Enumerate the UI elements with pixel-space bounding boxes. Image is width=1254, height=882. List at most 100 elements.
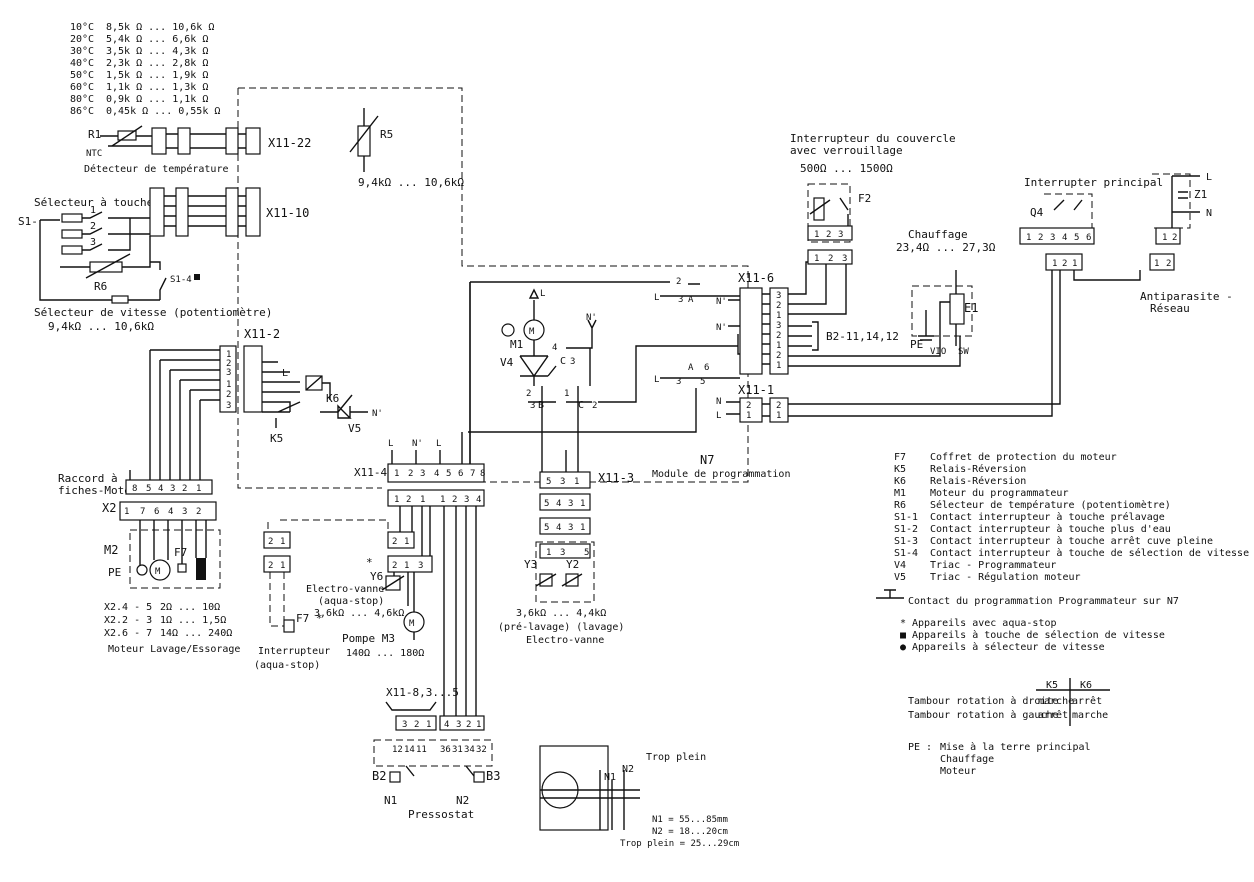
svg-text:3: 3 <box>418 561 423 571</box>
field-winding <box>196 558 206 580</box>
interrupteur-label: (aqua-stop) <box>254 660 320 671</box>
svg-text:2: 2 <box>392 561 397 571</box>
rotation-col: K5 <box>1046 680 1058 691</box>
v5-label: V5 <box>348 422 361 435</box>
raccord-label: fiches-Moteur <box>58 484 144 497</box>
svg-text:4: 4 <box>476 495 481 505</box>
line-l: L <box>282 368 288 379</box>
contact-label: C <box>578 400 584 411</box>
svg-text:3: 3 <box>182 507 187 517</box>
legend-code: S1-4 <box>894 548 918 559</box>
ntc-temp: 20°C <box>70 34 94 45</box>
svg-text:1: 1 <box>580 499 585 509</box>
svg-text:4: 4 <box>556 523 561 533</box>
svg-text:5: 5 <box>584 548 589 558</box>
contact-label: 2 <box>592 401 597 411</box>
svg-text:2: 2 <box>828 254 833 264</box>
svg-text:1: 1 <box>580 523 585 533</box>
y3-label: Y3 <box>524 558 537 571</box>
x11-1-label: X11-1 <box>738 383 774 397</box>
svg-text:2: 2 <box>466 720 471 730</box>
lid-range: 500Ω ... 1500Ω <box>800 162 893 175</box>
sw-label: SW <box>958 347 969 357</box>
motor-row: X2.6 - 7 <box>104 628 152 639</box>
legend-desc: Relais-Réversion <box>930 463 1026 475</box>
resistor-r5: R5 9,4kΩ ... 10,6kΩ <box>349 108 464 189</box>
rotation-cell: arrêt <box>1038 709 1068 721</box>
connector-x11-3b <box>539 493 591 511</box>
svg-text:2: 2 <box>196 507 201 517</box>
svg-text:32: 32 <box>476 745 487 755</box>
rotation-col: K6 <box>1080 680 1092 691</box>
programming-module-boundary <box>237 87 749 489</box>
svg-text:1: 1 <box>1162 233 1167 243</box>
rotation-cell: arrêt <box>1072 695 1102 707</box>
ev-range: 3,6kΩ ... 4,6kΩ <box>314 608 404 619</box>
aqua-plug-a <box>263 531 291 549</box>
x11-4-label: X11-4 <box>354 466 387 479</box>
y2-label: Y2 <box>566 558 579 571</box>
s1-4-label: S1-4 <box>170 275 192 285</box>
svg-text:2: 2 <box>452 495 457 505</box>
n1-level: N1 <box>604 772 616 783</box>
ntc-range: 3,5k Ω ... 4,3k Ω <box>106 46 208 57</box>
svg-text:2: 2 <box>1172 233 1177 243</box>
raccord-label: Raccord à <box>58 472 118 485</box>
rotation-row: Tambour rotation à droite <box>908 695 1059 707</box>
nprime-label: N' <box>412 439 423 449</box>
svg-text:1: 1 <box>404 561 409 571</box>
contact-label: 3 <box>570 357 575 367</box>
svg-text:8: 8 <box>132 484 137 494</box>
level-row: N2 = 18...20cm <box>652 827 728 837</box>
svg-text:1: 1 <box>226 380 231 390</box>
valve-range: 3,6kΩ ... 4,4kΩ <box>516 608 606 619</box>
contact-note: Contact du programmation Programmateur s… <box>908 596 1179 607</box>
rotation-row: Tambour rotation à gauche <box>908 709 1059 721</box>
legend-code: V5 <box>894 572 906 583</box>
connector-x11-10a <box>225 187 239 237</box>
main-switch-plug <box>1045 253 1083 271</box>
pe-note-line: Moteur <box>940 766 976 777</box>
legend-code: K5 <box>894 464 906 475</box>
b3-label: B3 <box>486 769 500 783</box>
aqua-stop-pump: 2 1 2 1 F7 * Interrupteur (aqua-stop) 2 … <box>254 506 433 671</box>
svg-text:2: 2 <box>776 351 781 361</box>
n1-pres: N1 <box>384 794 397 807</box>
symbol-mark: ■ <box>900 630 906 641</box>
legend-desc: Relais-Réversion <box>930 475 1026 487</box>
r5-label: R5 <box>380 128 393 141</box>
svg-text:4: 4 <box>168 507 173 517</box>
main-switch-terminals <box>1019 227 1095 245</box>
motor-row: X2.2 - 3 <box>104 615 152 626</box>
x11-4-block: X11-4 1 2 3 4 5 6 7 8 L N' L 1 2 1 1 2 3… <box>354 282 790 535</box>
pe-note-line: Mise à la terre principal <box>940 741 1091 753</box>
svg-text:4: 4 <box>434 469 439 479</box>
svg-text:1: 1 <box>394 495 399 505</box>
svg-text:3: 3 <box>226 401 231 411</box>
svg-text:6: 6 <box>1086 233 1091 243</box>
svg-text:1: 1 <box>404 537 409 547</box>
x11-22-label: X11-22 <box>268 136 311 150</box>
svg-text:3: 3 <box>402 720 407 730</box>
svg-text:3: 3 <box>456 720 461 730</box>
lid-label: avec verrouillage <box>790 144 903 157</box>
motor-row: X2.4 - 5 <box>104 602 152 613</box>
heater-e1: Chauffage 23,4Ω ... 27,3Ω E1 PE VIO SW <box>896 228 996 357</box>
s1-contact-3: 3 <box>90 237 96 248</box>
m2-label: M2 <box>104 543 118 557</box>
valve-labels: (pré-lavage) (lavage) <box>498 621 624 633</box>
connector-x11-22a <box>225 127 239 155</box>
connector-x11-22b <box>245 127 261 155</box>
svg-text:6: 6 <box>458 469 463 479</box>
svg-text:1: 1 <box>280 561 285 571</box>
legend-desc: Contact interrupteur à touche arrêt cuve… <box>930 535 1213 547</box>
y6-label: Y6 <box>370 570 383 583</box>
chauffage-label: Chauffage <box>908 228 968 241</box>
lid-switch: Interrupteur du couvercle avec verrouill… <box>790 132 956 265</box>
n2-pres: N2 <box>456 794 469 807</box>
svg-text:3: 3 <box>560 548 565 558</box>
s1-resistor <box>61 245 83 255</box>
svg-text:2: 2 <box>268 537 273 547</box>
svg-text:12: 12 <box>392 745 403 755</box>
svg-text:2: 2 <box>776 401 781 411</box>
